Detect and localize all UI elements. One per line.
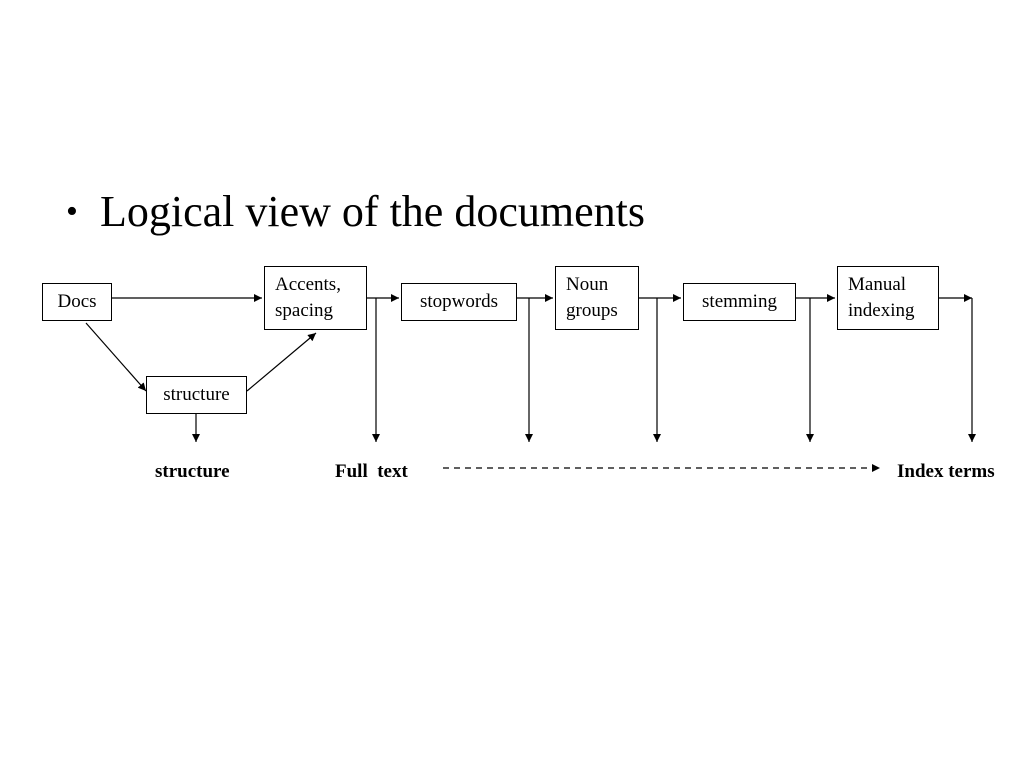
box-noun-groups: Noun groups xyxy=(555,266,639,330)
box-manual-line1: Manual xyxy=(848,274,907,295)
box-manual-line2: indexing xyxy=(848,300,915,321)
box-structure-label: structure xyxy=(163,384,230,405)
box-stopwords: stopwords xyxy=(401,283,517,321)
arrow-docs-to-structure xyxy=(85,322,147,392)
box-stemming: stemming xyxy=(683,283,796,321)
box-accents-spacing: Accents, spacing xyxy=(264,266,367,330)
box-structure: structure xyxy=(146,376,247,414)
box-noun-line2: groups xyxy=(566,300,618,321)
box-manual-indexing: Manual indexing xyxy=(837,266,939,330)
slide-bullet-text: Logical view of the documents xyxy=(100,187,645,236)
box-stemming-label: stemming xyxy=(702,291,777,312)
bullet-dot: • xyxy=(66,193,78,230)
box-accents-line1: Accents, xyxy=(275,274,341,295)
box-stopwords-label: stopwords xyxy=(419,291,499,312)
output-structure-label: structure xyxy=(155,461,230,482)
arrow-structure-to-accents xyxy=(246,332,317,392)
box-accents-line2: spacing xyxy=(275,300,334,321)
output-full-text-label: Full text xyxy=(335,461,408,482)
box-docs-label: Docs xyxy=(57,291,97,312)
slide-bullet: • Logical view of the documents xyxy=(66,184,645,240)
box-docs: Docs xyxy=(42,283,112,321)
output-index-terms-label: Index terms xyxy=(897,461,995,482)
box-noun-line1: Noun xyxy=(566,274,609,295)
